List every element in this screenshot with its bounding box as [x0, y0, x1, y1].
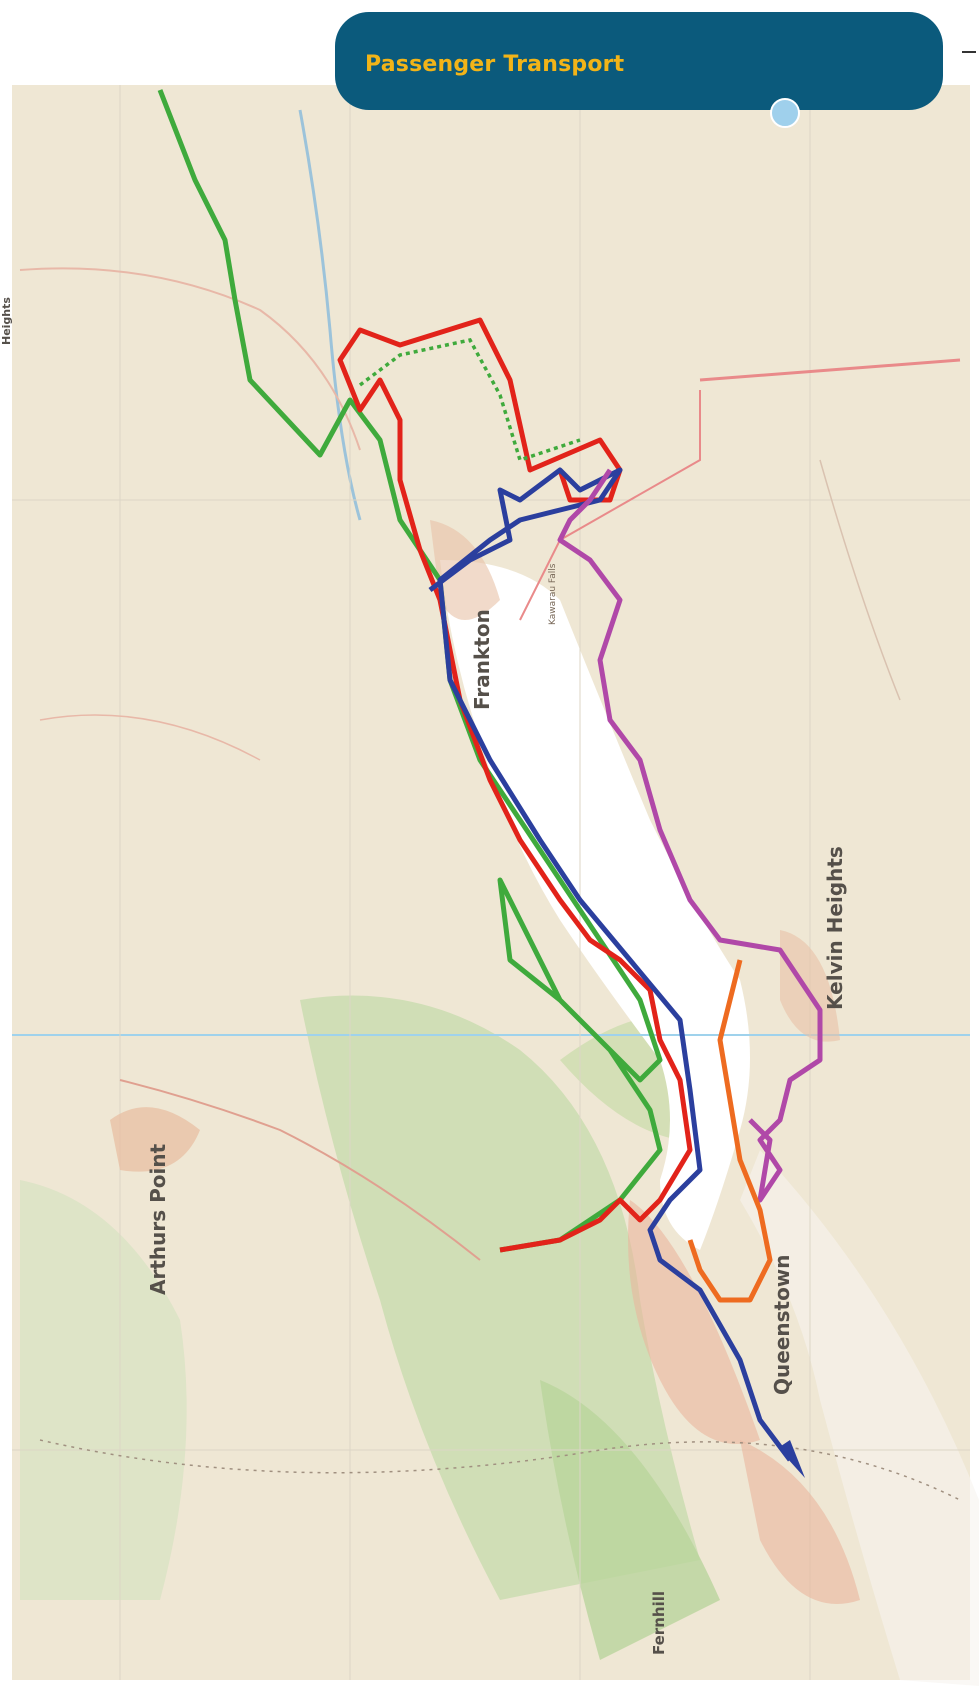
road: [19, 267, 361, 451]
route-red-dotted: [358, 338, 581, 463]
header-banner: Passenger Transport: [335, 12, 943, 110]
lake: [440, 560, 750, 1250]
road: [119, 1079, 481, 1261]
edge-dash: [962, 51, 976, 53]
route-green: [157, 89, 663, 1253]
place-label-queenstown: Queenstown: [770, 1254, 794, 1395]
place-label-kawarau-falls: Kawarau Falls: [548, 563, 558, 625]
town-area: [740, 1440, 860, 1604]
place-label-heights: Heights: [0, 297, 13, 345]
arrow-head-icon: [778, 1440, 805, 1478]
route-blue: [428, 467, 792, 1462]
forest-area: [20, 1180, 187, 1600]
place-label-arthurs-point: Arthurs Point: [146, 1143, 170, 1295]
route-purple: [557, 468, 823, 1203]
town-area: [430, 520, 500, 620]
dotted-track: [39, 1439, 961, 1501]
route-orange: [687, 959, 773, 1303]
town-area: [110, 1107, 200, 1172]
place-label-fernhill: Fernhill: [650, 1591, 668, 1655]
river: [298, 109, 362, 521]
road: [39, 714, 261, 761]
road: [699, 358, 961, 382]
place-label-frankton: Frankton: [470, 609, 494, 710]
road: [519, 390, 701, 621]
circle-marker-icon: [770, 98, 800, 128]
lake-arm: [740, 1150, 979, 1686]
header-title: Passenger Transport: [365, 52, 625, 77]
place-label-kelvin-heights: Kelvin Heights: [823, 846, 847, 1010]
town-area: [780, 930, 840, 1042]
road: [819, 459, 901, 701]
